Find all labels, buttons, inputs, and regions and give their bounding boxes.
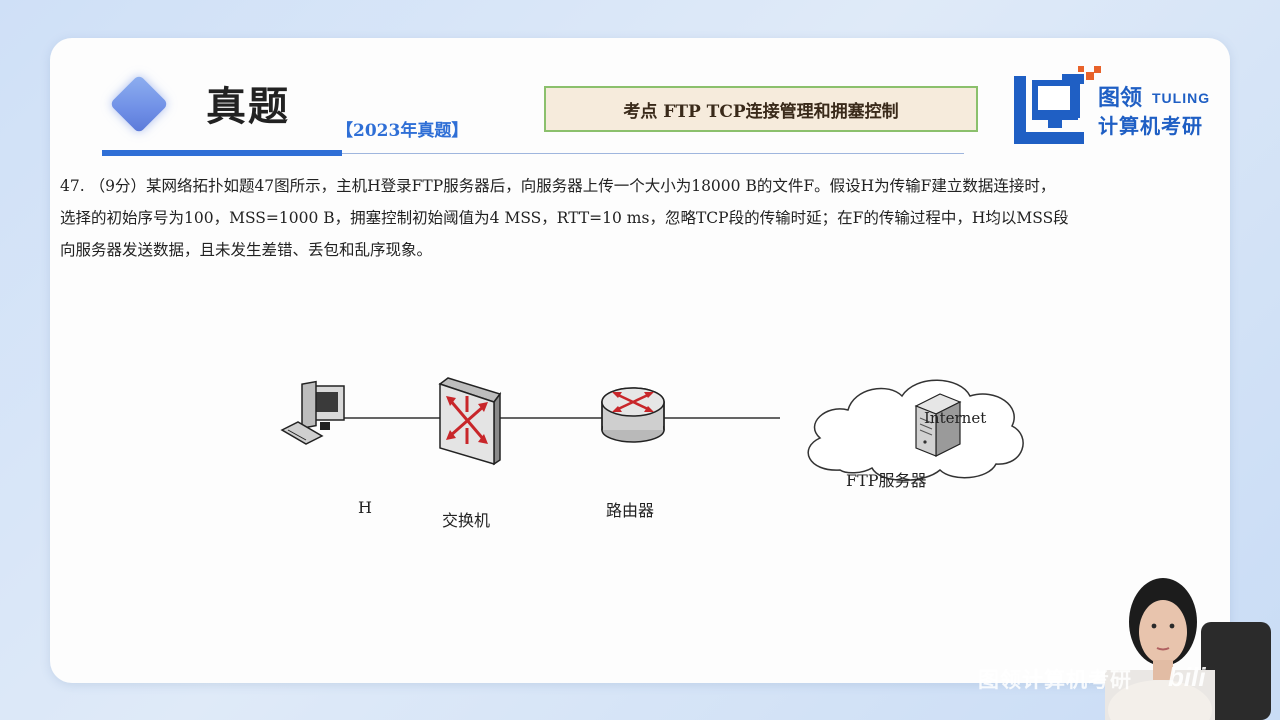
- question-line: 47. （9分）某网络拓扑如题47图所示，主机H登录FTP服务器后，向服务器上传…: [60, 177, 1056, 195]
- topic-text: 考点 FTP TCP连接管理和拥塞控制: [623, 101, 899, 122]
- host-label: H: [358, 498, 372, 517]
- logo-mark-icon: [1014, 66, 1101, 144]
- network-diagram: H 交换机 路由器 Internet FTP服务器: [280, 344, 1040, 530]
- diamond-icon: [108, 73, 169, 134]
- slide-title: 真题: [206, 84, 290, 130]
- logo-cn-bottom: 计算机考研: [1098, 114, 1203, 138]
- bilibili-logo: bili: [1168, 662, 1206, 692]
- title-underline: [102, 150, 342, 156]
- topology-svg: [280, 377, 1024, 481]
- server-label: FTP服务器: [846, 471, 927, 490]
- watermark-text: 图领计算机考研: [978, 668, 1132, 692]
- logo-cn-top: 图领: [1098, 86, 1143, 111]
- divider-line: [342, 153, 964, 154]
- question-text: 47. （9分）某网络拓扑如题47图所示，主机H登录FTP服务器后，向服务器上传…: [60, 170, 1220, 266]
- year-tag: 【2023年真题】: [336, 121, 469, 141]
- server-icon: [914, 393, 962, 457]
- question-line: 向服务器发送数据，且未发生差错、丢包和乱序现象。: [60, 241, 433, 259]
- presenter-video: [1105, 578, 1271, 720]
- topic-box: 考点 FTP TCP连接管理和拥塞控制: [544, 86, 978, 132]
- switch-label: 交换机: [442, 511, 491, 530]
- router-label: 路由器: [606, 501, 655, 520]
- slide-card: 真题 【2023年真题】 考点 FTP TCP连接管理和拥塞控制 图领 TULI…: [50, 38, 1230, 683]
- cloud-label: Internet: [924, 409, 987, 427]
- logo-en: TULING: [1152, 90, 1211, 106]
- computer-icon: [280, 380, 345, 445]
- switch-icon: [438, 377, 502, 466]
- router-icon: [601, 387, 665, 443]
- question-line: 选择的初始序号为100，MSS=1000 B，拥塞控制初始阈值为4 MSS，RT…: [60, 209, 1069, 227]
- tuling-logo: 图领 TULING 计算机考研: [1012, 66, 1212, 150]
